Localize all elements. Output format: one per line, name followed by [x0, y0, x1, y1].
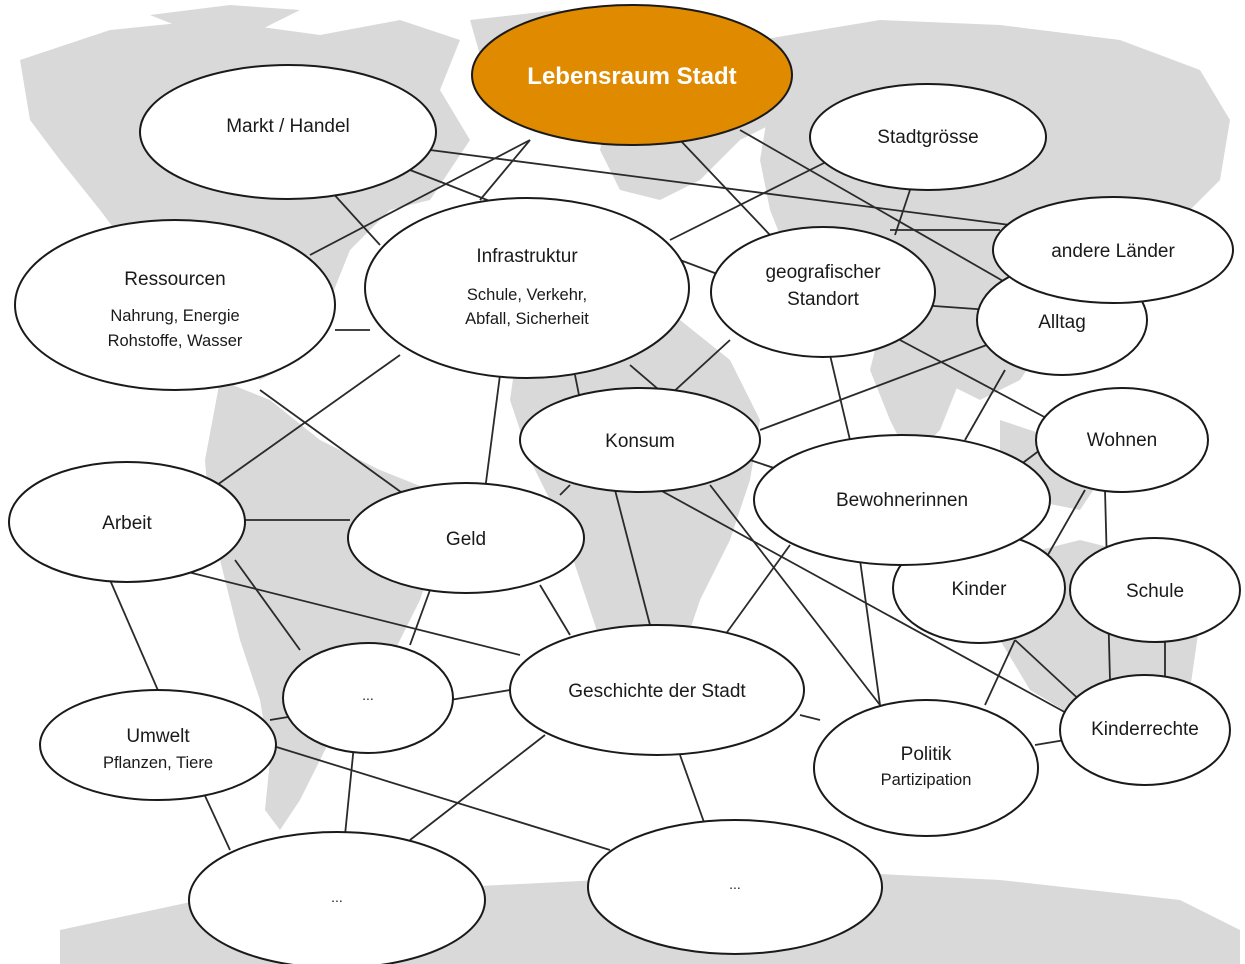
label-markt-handel: Markt / Handel: [226, 116, 350, 137]
label-wohnen: Wohnen: [1087, 430, 1157, 451]
label-dots-b: ...: [331, 889, 343, 905]
label-geld: Geld: [446, 529, 486, 550]
label-kinder: Kinder: [952, 579, 1008, 600]
node-stadtgroesse: Stadtgrösse: [809, 83, 1047, 191]
label-politik: Politik: [901, 744, 952, 765]
label-konsum: Konsum: [605, 431, 675, 452]
node-arbeit: Arbeit: [8, 461, 246, 583]
label-dots-c: ...: [729, 876, 741, 892]
node-wohnen: Wohnen: [1035, 387, 1209, 493]
label-stadtgroesse: Stadtgrösse: [877, 127, 978, 148]
label-infrastruktur: Infrastruktur: [476, 246, 578, 267]
label-bewohnerinnen: Bewohnerinnen: [836, 490, 968, 511]
node-schule: Schule: [1069, 537, 1241, 643]
node-geografischer-standort: geografischer Standort: [710, 226, 936, 358]
label-dots-a: ...: [362, 687, 374, 703]
node-geschichte-der-stadt: Geschichte der Stadt: [509, 624, 805, 756]
node-kinderrechte: Kinderrechte: [1059, 674, 1231, 786]
node-infrastruktur: Infrastruktur Schule, Verkehr, Abfall, S…: [364, 197, 690, 379]
label-geo-line1: geografischer: [765, 262, 881, 283]
label-alltag: Alltag: [1038, 312, 1086, 333]
label-lebensraum-stadt: Lebensraum Stadt: [527, 63, 736, 90]
node-politik: Politik Partizipation: [813, 699, 1039, 837]
connection-lines: [109, 69, 1166, 851]
label-geo-line2: Standort: [787, 289, 860, 310]
node-lebensraum-stadt: Lebensraum Stadt: [471, 4, 793, 146]
label-geschichte: Geschichte der Stadt: [568, 681, 746, 702]
node-dots-b: ...: [188, 831, 486, 964]
label-arbeit: Arbeit: [102, 513, 152, 534]
node-geld: Geld: [347, 482, 585, 594]
node-andere-laender: andere Länder: [992, 196, 1234, 304]
node-konsum: Konsum: [519, 387, 761, 493]
label-infrastruktur-sub2: Abfall, Sicherheit: [465, 310, 589, 328]
node-bewohnerinnen: Bewohnerinnen: [753, 434, 1051, 566]
label-politik-sub1: Partizipation: [881, 771, 972, 789]
label-ressourcen-sub2: Rohstoffe, Wasser: [108, 332, 243, 350]
node-ressourcen: Ressourcen Nahrung, Energie Rohstoffe, W…: [14, 219, 336, 391]
label-infrastruktur-sub1: Schule, Verkehr,: [467, 286, 587, 304]
label-umwelt: Umwelt: [126, 726, 190, 747]
label-andere-laender: andere Länder: [1051, 241, 1175, 262]
label-ressourcen: Ressourcen: [124, 269, 225, 290]
label-schule: Schule: [1126, 581, 1184, 602]
node-dots-a: ...: [282, 642, 454, 754]
node-dots-c: ...: [587, 819, 883, 955]
label-umwelt-sub1: Pflanzen, Tiere: [103, 754, 213, 772]
label-ressourcen-sub1: Nahrung, Energie: [110, 307, 239, 325]
label-kinderrechte: Kinderrechte: [1091, 719, 1199, 740]
node-markt-handel: Markt / Handel: [139, 64, 437, 200]
node-umwelt: Umwelt Pflanzen, Tiere: [39, 689, 277, 801]
